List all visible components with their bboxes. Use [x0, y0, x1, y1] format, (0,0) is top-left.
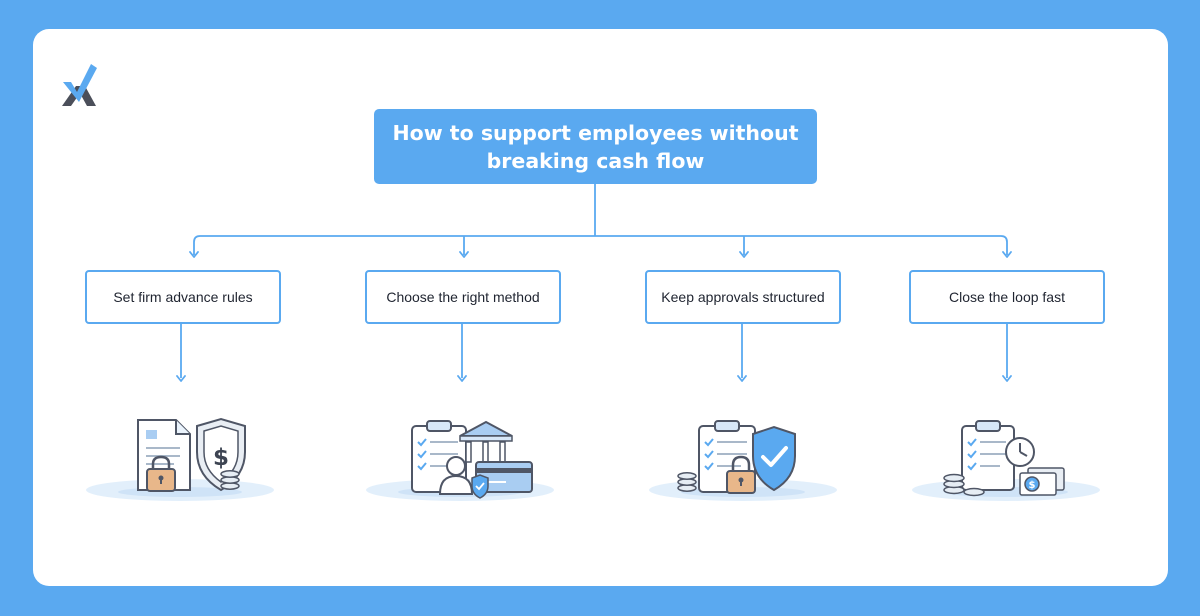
- step-node-advance-rules: Set firm advance rules: [85, 270, 281, 324]
- step-node-right-method: Choose the right method: [365, 270, 561, 324]
- clipboard-clock-coins-cash-icon: $: [912, 420, 1100, 501]
- root-title: How to support employees without breakin…: [392, 119, 798, 175]
- step-node-approvals: Keep approvals structured: [645, 270, 841, 324]
- step-node-close-loop: Close the loop fast: [909, 270, 1105, 324]
- root-node: How to support employees without breakin…: [374, 109, 817, 184]
- root-title-line-1: How to support employees without: [392, 120, 799, 145]
- root-title-line-2: breaking cash flow: [486, 148, 705, 173]
- svg-text:$: $: [213, 445, 229, 471]
- clipboard-bank-card-person-icon: [366, 420, 554, 501]
- document-shield-dollar-lock-icon: $: [86, 417, 274, 501]
- svg-text:$: $: [1029, 480, 1036, 491]
- clipboard-lock-shield-check-icon: [649, 420, 837, 501]
- step-label: Set firm advance rules: [113, 289, 253, 305]
- step-label: Keep approvals structured: [661, 289, 825, 305]
- step-label: Close the loop fast: [949, 289, 1065, 305]
- brand-logo-icon: [62, 64, 97, 106]
- step-label: Choose the right method: [386, 289, 540, 305]
